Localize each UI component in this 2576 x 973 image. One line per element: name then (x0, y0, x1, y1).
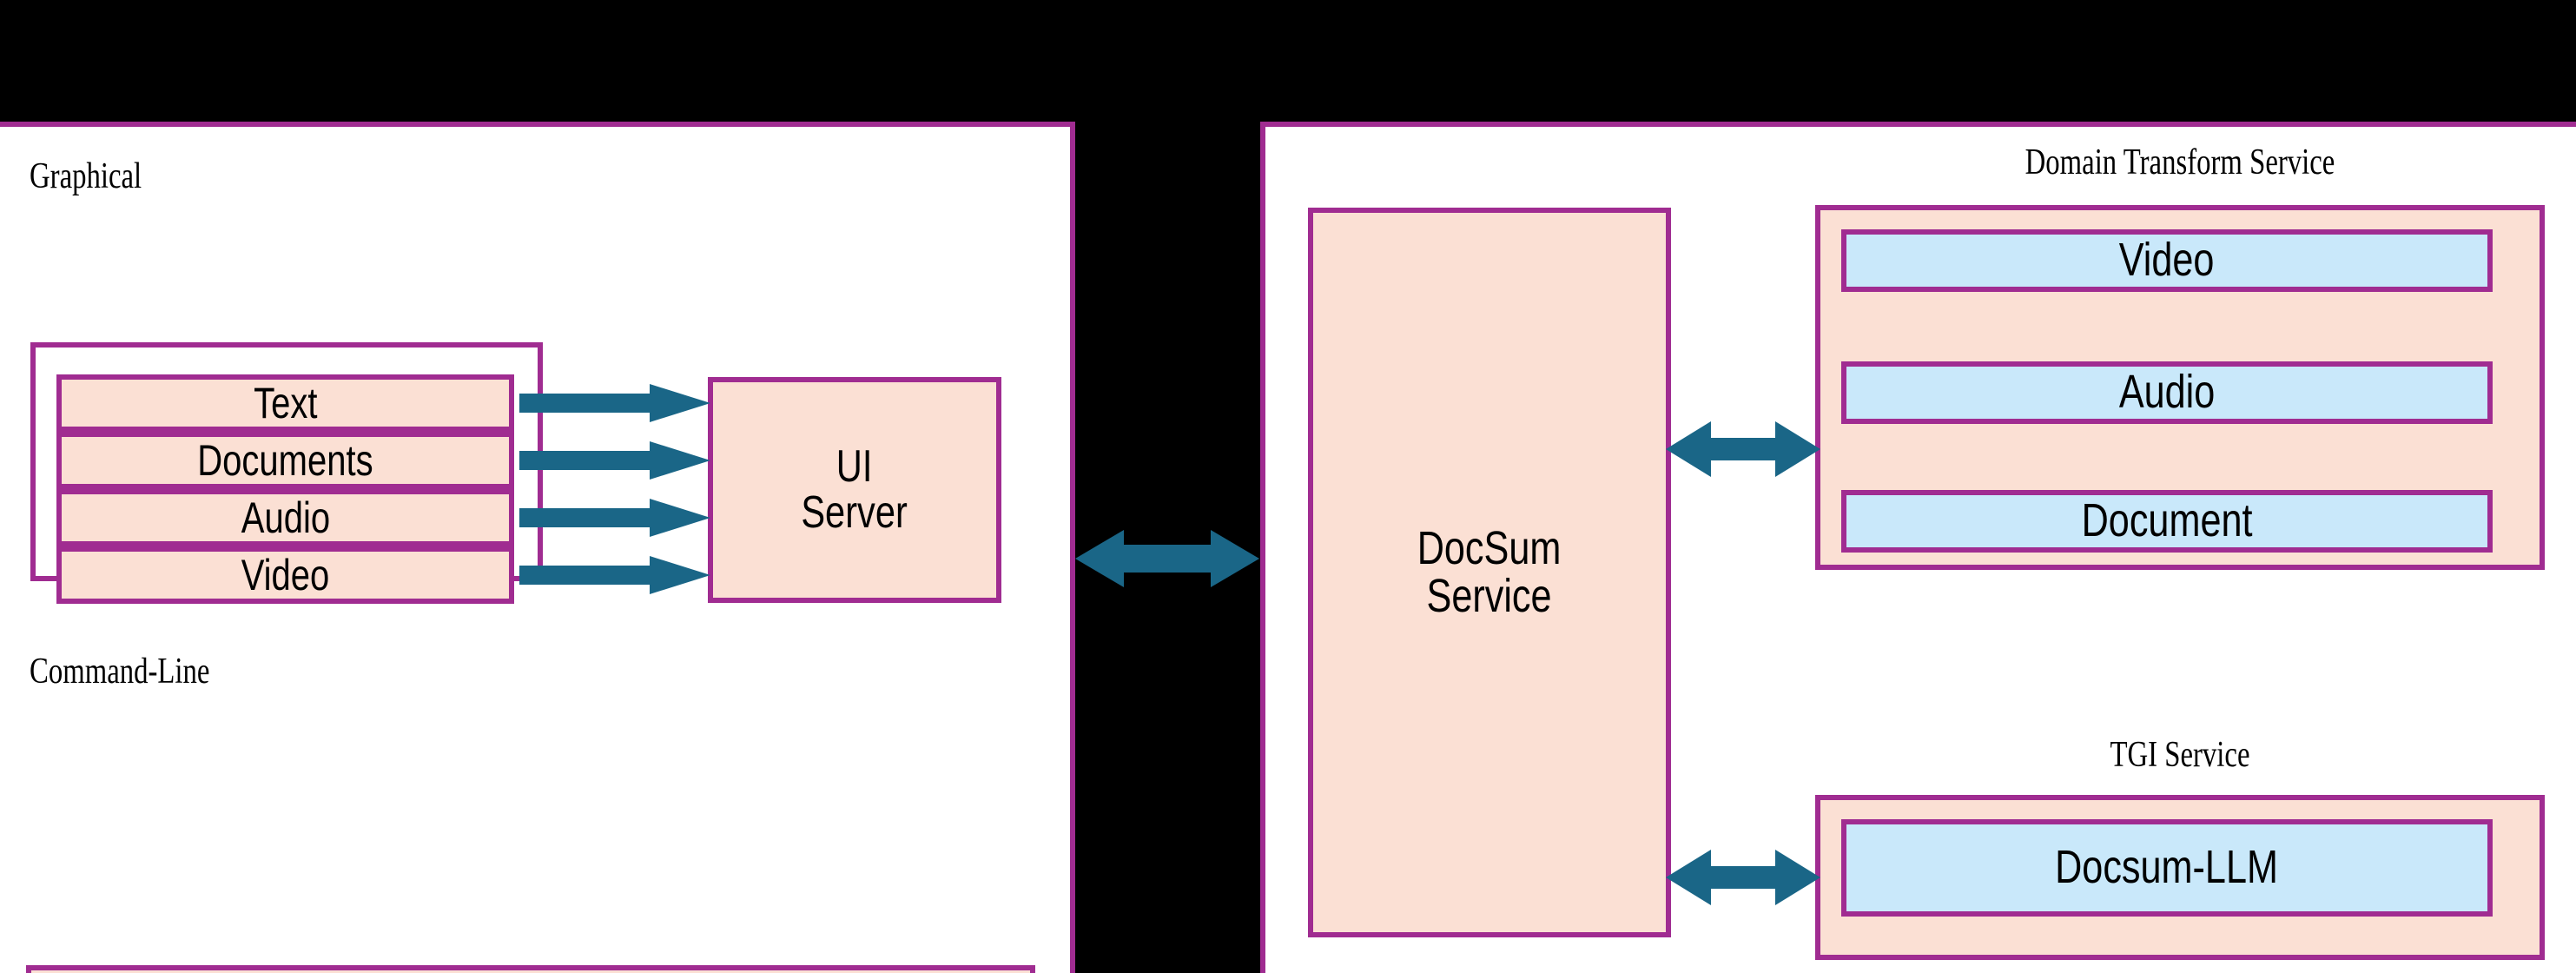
command-line-caption: Command-Line (30, 652, 210, 692)
source-box-video-label: Video (241, 550, 330, 599)
client-panel: Graphical Text Documents Audio Video UI … (0, 122, 1075, 973)
arrow-video-to-ui-server-icon (519, 556, 710, 594)
source-box-documents[interactable]: Documents (56, 432, 514, 489)
source-box-text[interactable]: Text (56, 374, 514, 432)
domain-item-audio-label: Audio (2118, 366, 2216, 419)
domain-transform-service-caption: Domain Transform Service (2024, 142, 2335, 182)
client-to-backend-arrow-icon (1075, 521, 1259, 596)
tgi-service-caption: TGI Service (2110, 735, 2250, 775)
docsum-service-box[interactable]: DocSum Service (1308, 208, 1671, 937)
arrow-documents-to-ui-server-icon (519, 441, 710, 480)
domain-item-document-label: Document (2081, 494, 2253, 547)
graphical-caption: Graphical (30, 156, 142, 196)
domain-item-document[interactable]: Document (1841, 490, 2493, 553)
tgi-item-docsum-llm[interactable]: Docsum-LLM (1841, 819, 2493, 917)
ui-server-box[interactable]: UI Server (708, 377, 1001, 603)
docsum-to-domain-arrow-icon (1666, 414, 1820, 484)
arrow-text-to-ui-server-icon (519, 384, 710, 422)
ui-server-label: UI Server (801, 440, 908, 538)
terminal-box[interactable]: Terminal (26, 965, 1035, 973)
source-box-audio-label: Audio (241, 493, 330, 542)
source-box-video[interactable]: Video (56, 546, 514, 604)
docsum-service-label: DocSum Service (1417, 521, 1562, 622)
docsum-to-tgi-arrow-icon (1666, 843, 1820, 912)
source-box-audio[interactable]: Audio (56, 489, 514, 546)
domain-item-audio[interactable]: Audio (1841, 361, 2493, 424)
source-box-documents-label: Documents (197, 435, 373, 485)
tgi-item-docsum-llm-label: Docsum-LLM (2055, 841, 2279, 894)
domain-item-video-label: Video (2119, 234, 2215, 287)
domain-item-video[interactable]: Video (1841, 229, 2493, 292)
arrow-audio-to-ui-server-icon (519, 499, 710, 537)
source-box-text-label: Text (253, 378, 318, 427)
